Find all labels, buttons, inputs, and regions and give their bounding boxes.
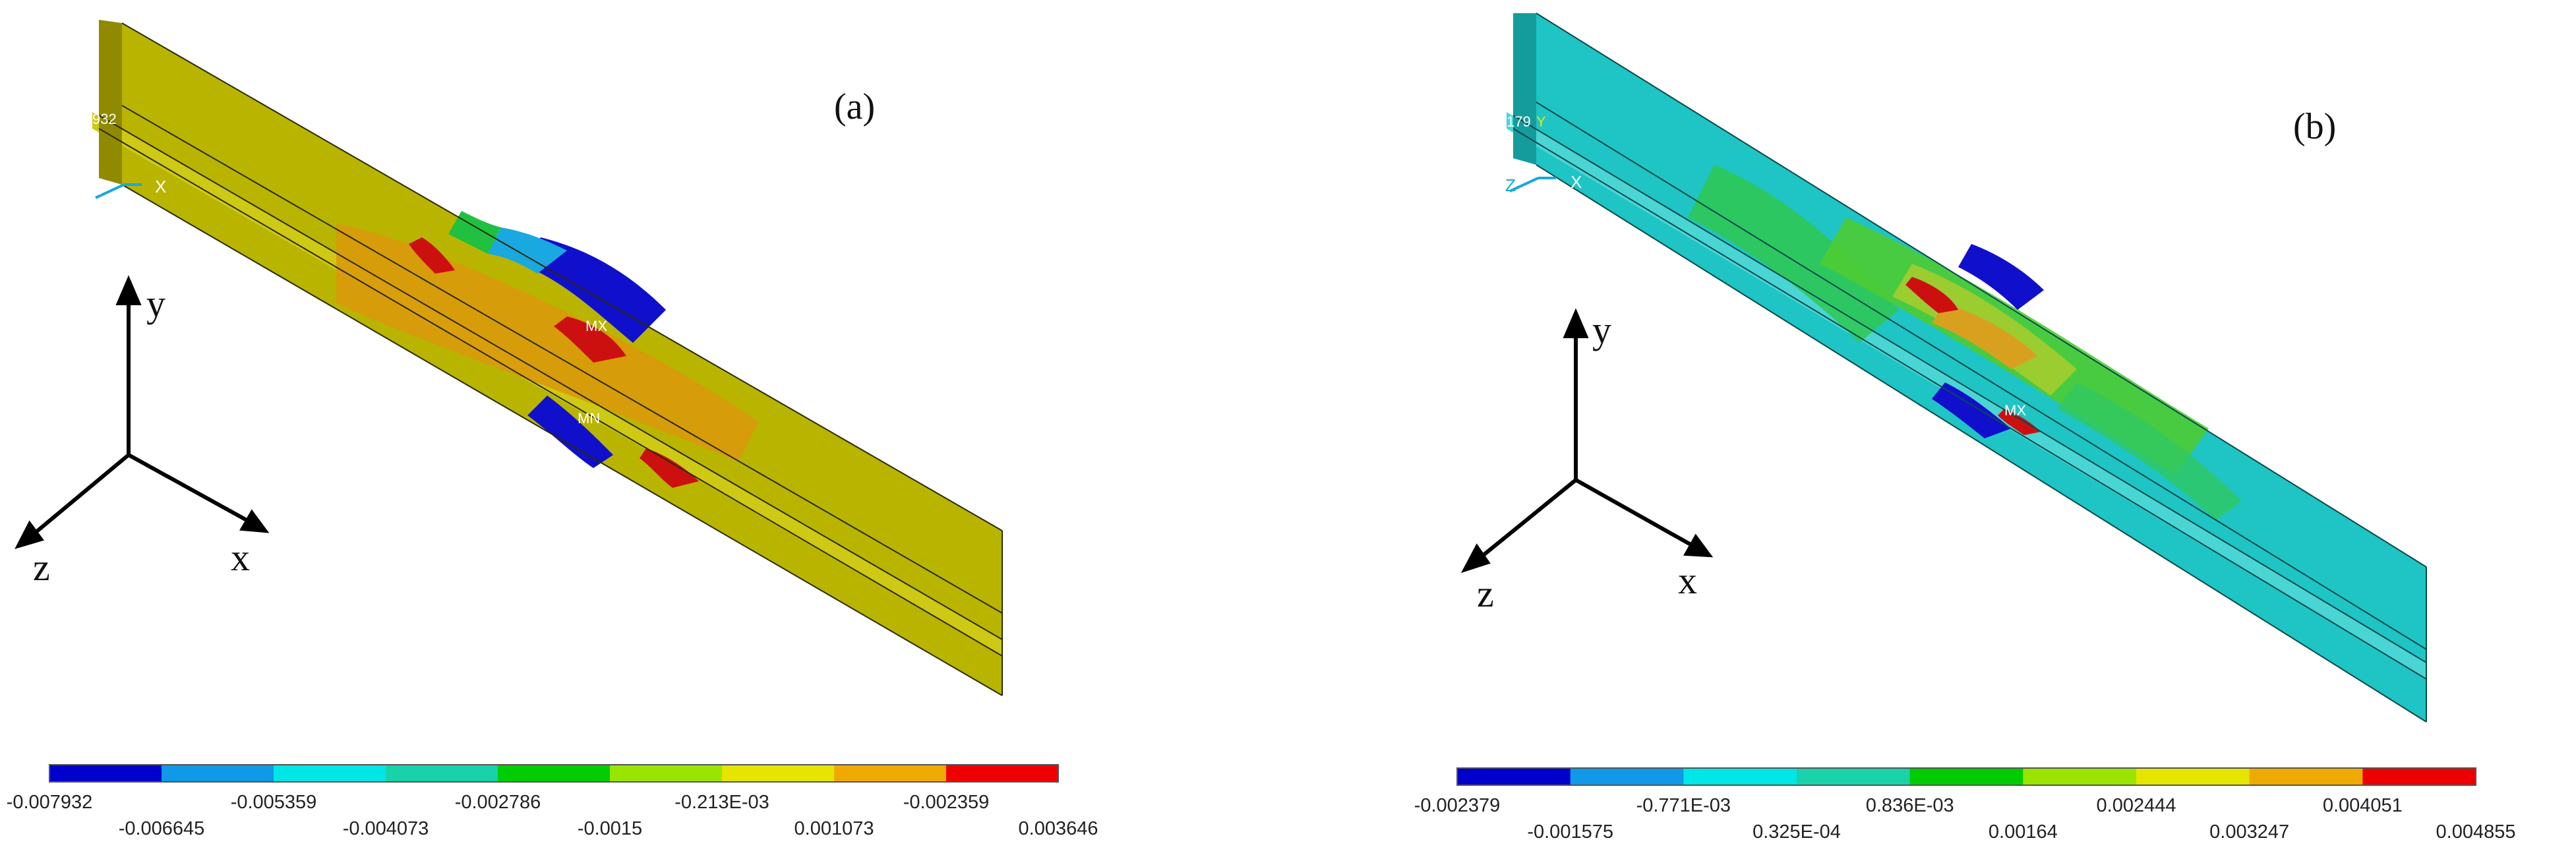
stress-region-red2-a: [554, 316, 626, 363]
beam-end-face-a: [99, 20, 122, 185]
colorbar-tick-label: -0.007932: [7, 792, 93, 813]
colorbar-swatch: [946, 765, 1059, 782]
max-marker-a: MX: [585, 318, 607, 334]
colorbar-swatch: [2249, 768, 2363, 785]
stress-region-red3-a: [640, 448, 699, 488]
stress-region-green3-b: [2057, 382, 2242, 521]
colorbar-tick-label: 0.002444: [2097, 795, 2176, 816]
colorbar-swatch: [274, 765, 386, 782]
stress-region-green-a: [448, 211, 501, 254]
colorbar-swatch: [386, 765, 498, 782]
axis-label-z-b: z: [1477, 572, 1494, 615]
colorbar-tick-label: -0.771E-03: [1636, 795, 1731, 816]
colorbar-tick-label: 0.836E-03: [1866, 795, 1954, 816]
colorbar-tick-label: -0.213E-03: [674, 792, 769, 813]
colorbar-tick-label: 0.003247: [2209, 821, 2289, 843]
panel-label-a: (a): [834, 86, 875, 127]
beam-edges-b: [1513, 13, 2427, 723]
stress-region-blue1-b: [1958, 244, 2044, 310]
colorbar-swatch: [2136, 768, 2250, 785]
colorbar-b: -0.002379 -0.001575 -0.771E-03 0.325E-04 0.8…: [1414, 767, 2516, 843]
mini-axis-z-a: Z: [91, 179, 102, 198]
corner-y-label-b: Y: [1536, 113, 1546, 130]
max-marker-b: MX: [2004, 402, 2026, 419]
mini-axis-x-b: X: [1571, 172, 1582, 192]
axis-label-y-a: y: [146, 282, 165, 325]
colorbar-swatch: [610, 765, 723, 782]
mini-axis-x-a: X: [155, 177, 166, 196]
colorbar-frame: [1456, 767, 2476, 786]
panel-b: MX 179 Y Z X (b) y z x -0.002379 -0.00157…: [1414, 13, 2516, 843]
stress-region-green1-b: [1688, 165, 1899, 343]
stress-region-red1-b: [1905, 277, 1958, 313]
colorbar-tick-label: -0.004073: [343, 818, 429, 839]
colorbar-tick-label: -0.002786: [455, 792, 541, 813]
colorbar-swatch: [2362, 768, 2476, 785]
stress-region-red1-a: [409, 237, 455, 274]
colorbar-swatch: [722, 765, 835, 782]
colorbar-tick-label: -0.005359: [231, 792, 317, 813]
colorbar-tick-label: -0.002359: [903, 792, 990, 813]
axis-triad-b: [1460, 308, 1714, 574]
colorbar-tick-label: 0.003646: [1019, 818, 1098, 839]
colorbar-swatch: [49, 765, 162, 782]
beam-edges-a: [98, 22, 1003, 696]
stress-region-orange-a: [336, 224, 758, 461]
colorbar-tick-label: -0.002379: [1414, 795, 1501, 816]
panel-a: MX MN 932 Z X (a) y z x -0.007932 -0.0066…: [7, 20, 1098, 839]
colorbar-swatch: [1683, 768, 1797, 785]
colorbar-tick-label: 0.001073: [794, 818, 874, 839]
stress-region-cyan-a: [488, 227, 567, 274]
colorbar-tick-label: 0.004051: [2323, 795, 2403, 816]
mini-axis-triad-a: [95, 183, 142, 199]
beam-end-face-b: [1513, 13, 1536, 165]
stress-region-blue2-a: [527, 396, 613, 468]
mini-axis-triad-b: [1509, 177, 1556, 193]
colorbar-swatch: [1909, 768, 2023, 785]
colorbar-frame: [49, 764, 1059, 783]
stress-region-orange-b: [1932, 303, 2037, 369]
corner-label-a: 932: [92, 111, 117, 127]
colorbar-swatch: [2023, 768, 2137, 785]
colorbar-tick-label: -0.006645: [119, 818, 205, 839]
colorbar-swatch: [1570, 768, 1684, 785]
axis-label-x-b: x: [1678, 559, 1697, 602]
colorbar-tick-label: 0.004855: [2436, 821, 2516, 843]
axis-label-y-b: y: [1592, 309, 1611, 351]
axis-label-z-a: z: [33, 546, 50, 589]
corner-label-b: 179: [1507, 113, 1531, 130]
axis-label-x-a: x: [231, 536, 250, 579]
colorbar-swatch: [498, 765, 611, 782]
panel-label-b: (b): [2293, 106, 2336, 147]
axis-triad-a: [15, 275, 270, 549]
mini-axis-z-b: Z: [1505, 175, 1516, 195]
min-marker-a: MN: [578, 410, 600, 427]
colorbar-tick-label: -0.0015: [578, 818, 642, 839]
colorbar-tick-label: 0.325E-04: [1752, 821, 1841, 843]
stress-region-blue2-b: [1932, 382, 2011, 438]
colorbar-a: -0.007932 -0.006645 -0.005359 -0.004073 -0.0…: [7, 764, 1098, 839]
stress-region-red2-b: [1998, 409, 2041, 435]
colorbar-swatch: [162, 765, 274, 782]
colorbar-swatch: [834, 765, 947, 782]
colorbar-tick-label: -0.001575: [1527, 821, 1613, 843]
colorbar-tick-label: 0.00164: [1989, 821, 2058, 843]
colorbar-swatch: [1457, 768, 1571, 785]
colorbar-swatch: [1797, 768, 1911, 785]
